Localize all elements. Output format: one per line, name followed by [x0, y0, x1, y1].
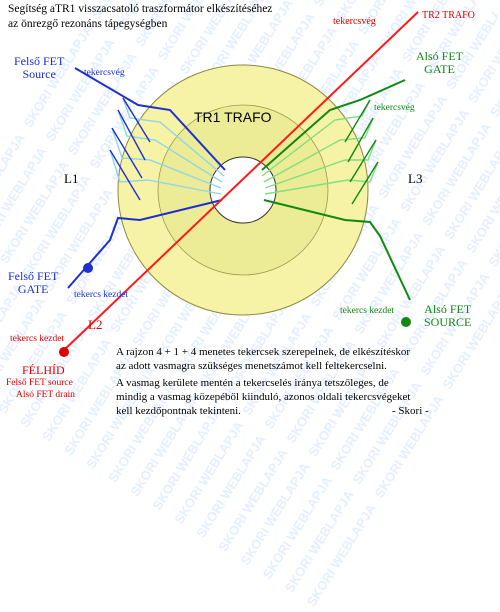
winding-l1: [67, 67, 226, 289]
winding-l1-turn-2: [117, 109, 223, 183]
label-winding-end-blue: tekercsvég: [84, 68, 125, 78]
terminal-dot-blue: [83, 263, 93, 273]
core-label: TR1 TRAFO: [194, 109, 272, 125]
winding-l1-turn-1: [122, 97, 225, 177]
winding-l1-turn-4: [109, 149, 222, 195]
winding-l1-start-lead: [67, 199, 223, 289]
winding-l3-return-2: [347, 117, 374, 163]
winding-l1-return-3: [111, 127, 143, 179]
terminal-dot-red: [59, 347, 69, 357]
label-lower-fet-source: Alsó FET SOURCE: [424, 302, 472, 330]
label-half-bridge-sub-1: Felső FET source: [6, 378, 73, 388]
winding-l3-return-1: [344, 99, 371, 143]
note-p2-line-2: mindig a vasmag közepéből kiinduló, azon…: [116, 391, 411, 403]
caption-line-2: az önrezgő rezonáns tápegységben: [8, 18, 168, 30]
label-half-bridge-sub-2: Alsó FET drain: [16, 390, 75, 400]
winding-l3-start-lead: [263, 199, 411, 301]
winding-l3-end-lead: [261, 79, 406, 171]
note-author: - Skori -: [392, 405, 429, 417]
note-p1-line-2: az adott vasmagra szükséges menetszámot …: [116, 360, 387, 372]
terminal-dot-green: [401, 317, 411, 327]
label-half-bridge: FÉLHÍD: [22, 363, 65, 377]
caption-line-1: Segítség aTR1 visszacsatoló traszformáto…: [8, 3, 273, 15]
label-upper-fet-gate: Felső FET GATE: [8, 269, 59, 297]
label-l3: L3: [408, 171, 423, 186]
winding-l3-turn-4: [264, 161, 379, 195]
core-window: [209, 156, 277, 224]
label-l1: L1: [64, 171, 79, 186]
note-p1-line-1: A rajzon 4 + 1 + 4 menetes tekercsek sze…: [116, 346, 411, 358]
winding-l3: [261, 79, 411, 301]
label-winding-start-red: tekercs kezdet: [10, 334, 65, 344]
winding-l1-end-lead: [74, 67, 226, 171]
winding-l3-turn-3: [264, 139, 377, 189]
label-l2: L2: [88, 317, 103, 332]
label-winding-end-green: tekercsvég: [374, 103, 415, 113]
winding-l1-return-4: [109, 149, 141, 201]
note-p2-line-1: A vasmag kerülete mentén a tekercselés i…: [116, 377, 389, 389]
winding-l3-return-4: [351, 161, 379, 205]
label-winding-end-red: tekercsvég: [333, 16, 376, 27]
winding-l3-turn-2: [263, 117, 374, 183]
label-upper-fet-source: Felső FET Source: [14, 54, 65, 82]
label-tr2-trafo: TR2 TRAFO: [422, 10, 475, 21]
winding-l3-return-3: [349, 139, 377, 183]
transformer-diagram: [59, 11, 419, 357]
label-winding-start-blue: tekercs kezdet: [74, 290, 129, 300]
winding-l1-return-2: [117, 109, 146, 161]
winding-l1-return-1: [122, 97, 151, 143]
winding-l2-wire: [61, 11, 419, 353]
label-lower-fet-gate: Alsó FET GATE: [416, 49, 464, 77]
winding-l1-turn-3: [111, 127, 222, 189]
note-p2-line-3: kell kezdőpontnak tekinteni.: [116, 405, 241, 417]
label-winding-start-green: tekercs kezdet: [340, 306, 395, 316]
